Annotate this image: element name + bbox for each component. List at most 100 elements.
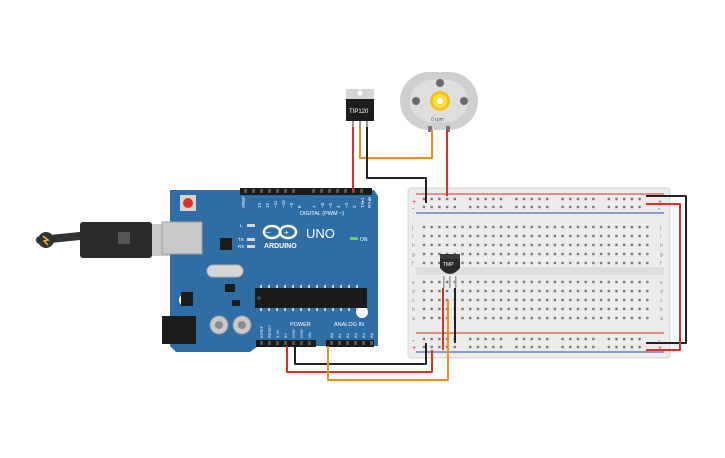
breadboard-hole[interactable] [522,337,526,341]
breadboard-hole[interactable] [623,337,626,341]
breadboard-hole[interactable] [461,225,464,229]
breadboard-hole[interactable] [584,252,587,256]
breadboard-hole[interactable] [499,298,503,302]
breadboard-hole[interactable] [646,298,649,302]
breadboard-hole[interactable] [546,225,549,229]
breadboard-hole[interactable] [623,252,626,256]
breadboard-hole[interactable] [515,280,518,284]
breadboard-hole[interactable] [430,337,433,341]
breadboard-hole[interactable] [630,316,634,320]
breadboard-hole[interactable] [576,298,580,302]
breadboard-hole[interactable] [607,197,610,201]
breadboard-hole[interactable] [569,298,572,302]
breadboard-hole[interactable] [492,243,495,247]
wire-arduino-a0[interactable] [327,300,449,381]
breadboard-hole[interactable] [576,252,580,256]
breadboard-hole[interactable] [538,243,541,247]
breadboard-hole[interactable] [538,261,541,265]
breadboard-hole[interactable] [492,289,495,293]
analog-header[interactable] [326,340,374,347]
breadboard-hole[interactable] [546,298,549,302]
breadboard-hole[interactable] [592,243,595,247]
breadboard-hole[interactable] [530,205,533,209]
breadboard-hole[interactable] [630,197,634,201]
breadboard-hole[interactable] [438,337,441,341]
breadboard-hole[interactable] [430,243,433,247]
breadboard-hole[interactable] [469,280,472,284]
breadboard-hole[interactable] [499,280,503,284]
breadboard-hole[interactable] [530,225,533,229]
breadboard-hole[interactable] [615,197,618,201]
breadboard-hole[interactable] [615,234,618,238]
breadboard-hole[interactable] [522,298,526,302]
breadboard-hole[interactable] [499,234,503,238]
breadboard-hole[interactable] [522,261,526,265]
breadboard-hole[interactable] [430,234,433,238]
breadboard-hole[interactable] [538,289,541,293]
breadboard-hole[interactable] [623,243,626,247]
breadboard-hole[interactable] [592,307,595,311]
breadboard-hole[interactable] [553,280,557,284]
breadboard-hole[interactable] [507,252,510,256]
breadboard-hole[interactable] [515,205,518,209]
breadboard-hole[interactable] [469,234,472,238]
breadboard-hole[interactable] [515,337,518,341]
breadboard-hole[interactable] [546,307,549,311]
breadboard-hole[interactable] [476,298,480,302]
breadboard-hole[interactable] [484,205,487,209]
breadboard-hole[interactable] [469,289,472,293]
breadboard-hole[interactable] [430,225,433,229]
breadboard-hole[interactable] [630,307,634,311]
breadboard-hole[interactable] [492,307,495,311]
breadboard-hole[interactable] [607,280,610,284]
breadboard-hole[interactable] [499,261,503,265]
breadboard-hole[interactable] [538,205,541,209]
breadboard-hole[interactable] [592,280,595,284]
breadboard-hole[interactable] [576,261,580,265]
breadboard-hole[interactable] [569,316,572,320]
breadboard-hole[interactable] [638,234,641,238]
breadboard-hole[interactable] [546,289,549,293]
breadboard-hole[interactable] [499,345,503,349]
breadboard-hole[interactable] [561,205,564,209]
breadboard-hole[interactable] [522,289,526,293]
breadboard-hole[interactable] [469,298,472,302]
breadboard-hole[interactable] [422,243,426,247]
breadboard-hole[interactable] [461,243,464,247]
breadboard-hole[interactable] [499,197,503,201]
breadboard-hole[interactable] [553,307,557,311]
breadboard-hole[interactable] [445,243,449,247]
breadboard-hole[interactable] [453,234,456,238]
breadboard-hole[interactable] [630,261,634,265]
breadboard-hole[interactable] [607,307,610,311]
breadboard-hole[interactable] [422,205,426,209]
breadboard-hole[interactable] [646,234,649,238]
breadboard-hole[interactable] [538,298,541,302]
breadboard-hole[interactable] [515,345,518,349]
breadboard-hole[interactable] [569,234,572,238]
breadboard-hole[interactable] [469,252,472,256]
wire-transistor-ground[interactable] [366,127,427,203]
breadboard-hole[interactable] [438,280,441,284]
breadboard-hole[interactable] [499,289,503,293]
breadboard-hole[interactable] [461,234,464,238]
breadboard-hole[interactable] [438,316,441,320]
breadboard-hole[interactable] [538,316,541,320]
breadboard-hole[interactable] [546,234,549,238]
breadboard-hole[interactable] [615,261,618,265]
breadboard-hole[interactable] [469,307,472,311]
breadboard-hole[interactable] [499,225,503,229]
breadboard-hole[interactable] [569,307,572,311]
breadboard-hole[interactable] [538,225,541,229]
breadboard-hole[interactable] [422,234,426,238]
breadboard-hole[interactable] [569,345,572,349]
breadboard-hole[interactable] [607,252,610,256]
breadboard-hole[interactable] [476,337,480,341]
breadboard-hole[interactable] [553,243,557,247]
breadboard-hole[interactable] [499,252,503,256]
breadboard-hole[interactable] [607,337,610,341]
breadboard-hole[interactable] [576,316,580,320]
breadboard-hole[interactable] [607,261,610,265]
digital-header[interactable] [240,188,372,195]
